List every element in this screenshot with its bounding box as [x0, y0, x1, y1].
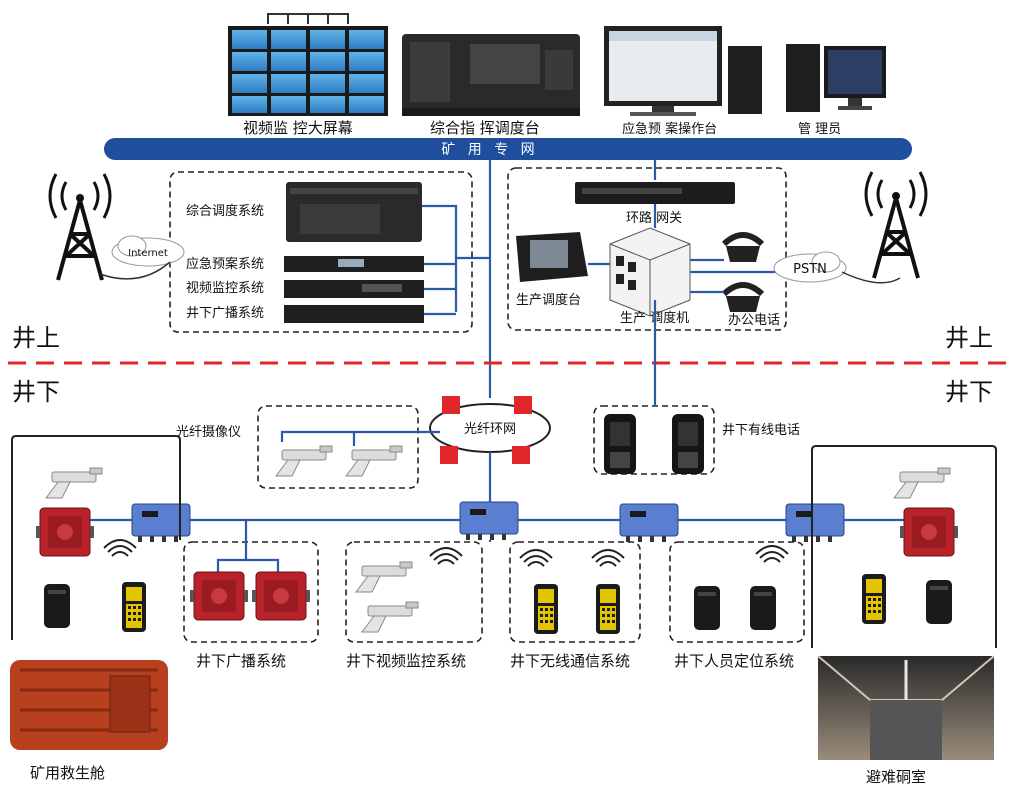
zone-above-left: 井上	[12, 324, 60, 352]
fiber-ring-label: 光纤环网	[464, 422, 516, 437]
wireless-handset-1	[534, 584, 558, 634]
capsule-broadcast-device	[35, 507, 95, 557]
fiber-camera-label: 光纤摄像仪	[176, 425, 241, 440]
personnel-locator-2	[750, 586, 776, 630]
broadcast-box	[183, 541, 319, 643]
video-camera-device-2	[361, 601, 419, 633]
wired-phone-label: 井下有线电话	[722, 423, 800, 438]
fiber-camera-device-2	[345, 445, 403, 477]
pstn-tower-icon	[864, 170, 928, 280]
production-console-label: 生产调度台	[516, 292, 581, 308]
broadcast-device-2	[251, 571, 311, 621]
ring-gateway-device	[575, 182, 735, 204]
pstn-label: PSTN	[793, 262, 827, 277]
chamber-broadcast-device	[899, 507, 959, 557]
personnel-waves-icon	[755, 545, 789, 563]
backbone-node-3	[619, 503, 679, 543]
wireless-waves-icon-2	[591, 549, 625, 567]
zone-below-right: 井下	[945, 378, 993, 406]
internet-label: Internet	[128, 248, 168, 259]
chamber-locator-device	[926, 580, 952, 624]
video-wall-label: 视频监 控大屏幕	[243, 119, 353, 137]
rack-item-emergency: 应急预案系统	[186, 256, 264, 272]
ring-node-1	[442, 396, 460, 414]
backbone-node-4	[785, 503, 845, 543]
internet-cloud-icon	[111, 235, 185, 267]
video-monitor-label: 井下视频监控系统	[346, 652, 466, 670]
zone-above-right: 井上	[945, 324, 993, 352]
chamber-handset-device	[862, 574, 886, 624]
dispatch-console-label: 综合指 挥调度台	[430, 119, 540, 137]
fiber-camera-box	[257, 405, 419, 489]
server-video	[284, 280, 424, 298]
capsule-camera	[45, 467, 103, 499]
rack-item-dispatch: 综合调度系统	[186, 203, 264, 219]
chamber-camera	[893, 467, 951, 499]
personnel-box	[669, 541, 805, 643]
wireless-handset-2	[596, 584, 620, 634]
fiber-camera-device-1	[275, 445, 333, 477]
wired-phone-device-1	[604, 414, 636, 474]
production-switch-device	[609, 227, 691, 317]
broadcast-label: 井下广播系统	[196, 652, 286, 670]
rack-item-broadcast: 井下广播系统	[186, 306, 264, 321]
backbone-node-1	[131, 503, 191, 543]
video-wireless-waves-icon	[429, 547, 463, 565]
production-console-device	[516, 232, 588, 282]
rescue-capsule-label: 矿用救生舱	[30, 764, 105, 782]
office-phone-icon-1	[724, 235, 762, 262]
refuge-chamber-frame	[811, 445, 997, 648]
refuge-chamber-label: 避难硐室	[866, 768, 926, 786]
server-emergency	[284, 256, 424, 272]
mine-network-bus	[104, 138, 912, 160]
pstn-cloud-icon	[773, 251, 847, 283]
personnel-locator-1	[694, 586, 720, 630]
emergency-workstation	[604, 26, 762, 116]
ring-node-4	[512, 446, 530, 464]
video-wall	[228, 13, 388, 116]
rescue-capsule-frame	[11, 435, 181, 640]
office-phone-icon-2	[724, 285, 762, 312]
admin-label: 管 理员	[798, 122, 841, 137]
video-camera-device-1	[355, 561, 413, 593]
personnel-label: 井下人员定位系统	[674, 652, 794, 670]
office-phone-label: 办公电话	[728, 313, 780, 328]
wireless-label: 井下无线通信系统	[510, 652, 630, 670]
wired-phone-device-2	[672, 414, 704, 474]
emergency-console-label: 应急预 案操作台	[622, 121, 717, 137]
capsule-wireless-waves-icon	[103, 539, 137, 557]
mine-network-label: 矿 用 专 网	[441, 142, 538, 158]
video-monitor-box	[345, 541, 483, 643]
admin-workstation	[786, 44, 886, 112]
wireless-waves-icon-1	[519, 549, 553, 567]
ring-node-2	[514, 396, 532, 414]
rack-item-video: 视频监控系统	[186, 281, 264, 296]
wireless-box	[509, 541, 641, 643]
capsule-handset-device	[122, 582, 146, 632]
capsule-locator-device	[44, 584, 70, 628]
ring-node-3	[440, 446, 458, 464]
production-core-box	[507, 167, 787, 331]
server-rack-dispatch	[286, 182, 422, 242]
internet-tower-icon	[48, 172, 112, 282]
backbone-node-2	[459, 501, 519, 541]
dispatch-console	[402, 34, 580, 116]
zone-below-left: 井下	[12, 378, 60, 406]
server-broadcast	[284, 305, 424, 323]
broadcast-device-1	[189, 571, 249, 621]
refuge-chamber-image	[817, 655, 995, 760]
rescue-capsule-image	[10, 660, 168, 750]
